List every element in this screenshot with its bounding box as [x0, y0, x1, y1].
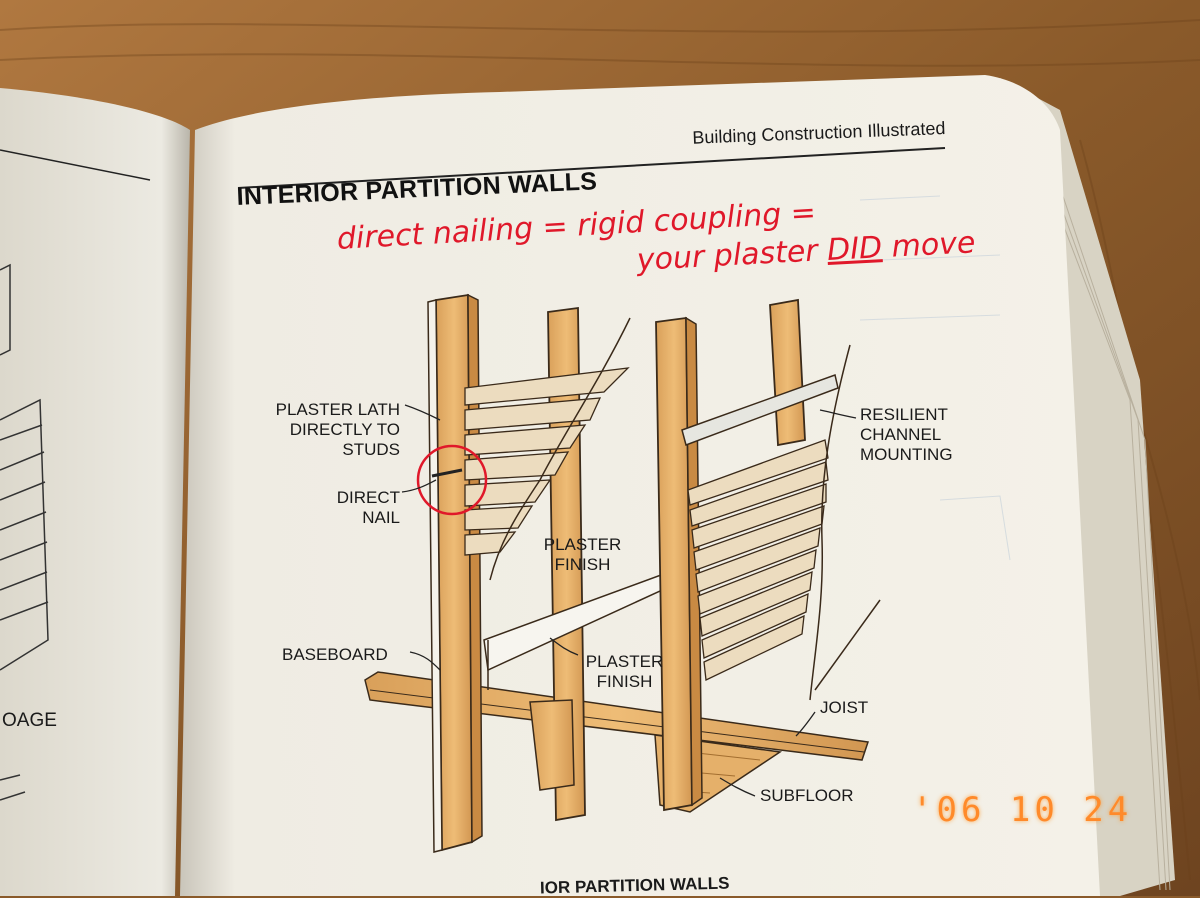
camera-datestamp: '06 10 24: [912, 790, 1133, 830]
note-emphasis: DID: [826, 230, 884, 268]
left-page-fragment: OAGE: [2, 710, 57, 731]
joist-board: [364, 671, 869, 761]
lath-strips-left: [464, 367, 630, 556]
leader-lines: [401, 404, 857, 797]
nail-icon: [431, 468, 463, 478]
label-resilient-channel: RESILIENT CHANNEL MOUNTING: [860, 405, 953, 464]
label-subfloor: SUBFLOOR: [760, 786, 854, 805]
header-rule: [237, 147, 946, 189]
label-baseboard: BASEBOARD: [282, 645, 388, 664]
lath-strips-right: [687, 439, 829, 681]
label-plaster-finish-1: PLASTER FINISH: [543, 535, 622, 574]
label-direct-nail: DIRECT NAIL: [336, 488, 400, 527]
note-suffix: move: [881, 225, 977, 266]
label-plaster-finish-2: PLASTER FINISH: [585, 652, 664, 691]
label-joist: JOIST: [820, 698, 869, 717]
left-page-sketch: [0, 263, 49, 801]
left-page: [0, 88, 190, 896]
direct-nail-circle: [416, 444, 488, 516]
resilient-channel: [681, 374, 839, 446]
label-plaster-lath: PLASTER LATH DIRECTLY TO STUDS: [275, 400, 400, 459]
